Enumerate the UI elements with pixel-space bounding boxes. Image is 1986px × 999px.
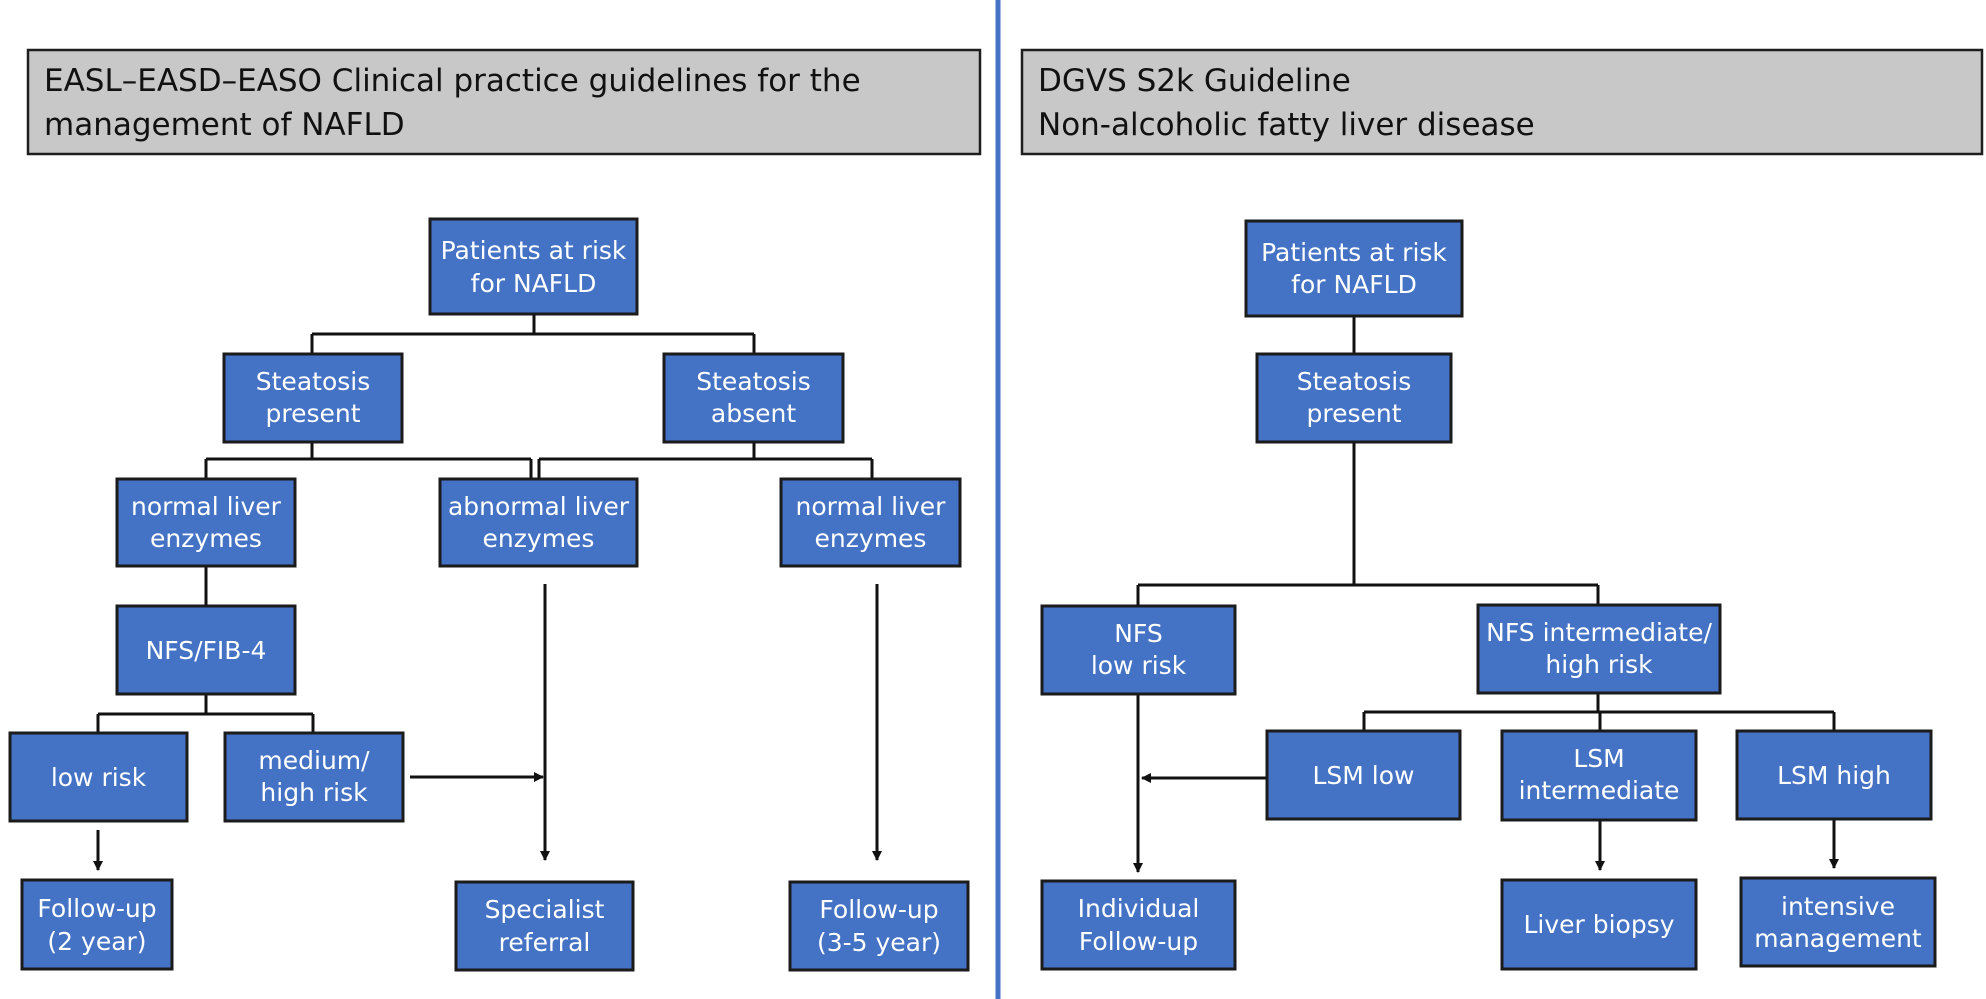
left-node-abnormal-liver-enzymes: abnormal liver enzymes — [438, 477, 639, 568]
svg-text:normal liver: normal liver — [796, 492, 947, 521]
svg-text:enzymes: enzymes — [483, 524, 595, 553]
svg-text:present: present — [1306, 399, 1401, 428]
right-node-steatosis-present: Steatosis present — [1255, 352, 1453, 444]
right-title-line-2: Non-alcoholic fatty liver disease — [1038, 107, 1535, 143]
svg-text:LSM high: LSM high — [1777, 761, 1891, 790]
left-panel: EASL–EASD–EASO Clinical practice guideli… — [8, 48, 982, 972]
left-node-normal-liver-enzymes-2: normal liver enzymes — [779, 477, 962, 568]
right-node-liver-biopsy: Liver biopsy — [1500, 878, 1698, 971]
svg-text:LSM low: LSM low — [1312, 761, 1414, 790]
left-node-medium-high-risk: medium/ high risk — [223, 731, 405, 823]
left-title-line-2: management of NAFLD — [44, 107, 405, 143]
right-node-intensive-management: intensive management — [1739, 876, 1937, 968]
svg-text:Liver biopsy: Liver biopsy — [1523, 910, 1674, 939]
svg-text:NFS intermediate/: NFS intermediate/ — [1486, 618, 1712, 647]
svg-text:(3-5 year): (3-5 year) — [817, 928, 941, 957]
svg-text:enzymes: enzymes — [150, 524, 262, 553]
right-node-nfs-intermediate-high-risk: NFS intermediate/ high risk — [1476, 603, 1722, 695]
svg-text:for NAFLD: for NAFLD — [471, 269, 597, 298]
left-node-nfs-fib4: NFS/FIB-4 — [115, 604, 297, 696]
left-connectors — [93, 314, 882, 871]
svg-text:NFS: NFS — [1114, 619, 1163, 648]
svg-text:LSM: LSM — [1573, 744, 1624, 773]
right-node-patients-at-risk: Patients at risk for NAFLD — [1244, 219, 1464, 318]
right-node-individual-followup: Individual Follow-up — [1040, 879, 1237, 971]
svg-text:Specialist: Specialist — [485, 895, 605, 924]
right-node-nfs-low-risk: NFS low risk — [1040, 604, 1237, 696]
left-title-line-1: EASL–EASD–EASO Clinical practice guideli… — [44, 63, 861, 99]
svg-text:high risk: high risk — [1545, 650, 1653, 679]
left-node-normal-liver-enzymes-1: normal liver enzymes — [115, 477, 297, 568]
svg-text:intensive: intensive — [1781, 892, 1895, 921]
left-node-followup-2-year: Follow-up (2 year) — [20, 878, 174, 971]
left-node-steatosis-absent: Steatosis absent — [662, 352, 845, 444]
left-panel-header: EASL–EASD–EASO Clinical practice guideli… — [26, 48, 982, 156]
svg-text:Follow-up: Follow-up — [1079, 927, 1198, 956]
svg-text:(2 year): (2 year) — [47, 927, 146, 956]
svg-text:low risk: low risk — [1091, 651, 1187, 680]
left-node-low-risk: low risk — [8, 731, 189, 823]
svg-text:high risk: high risk — [260, 778, 368, 807]
svg-text:Individual: Individual — [1078, 894, 1200, 923]
svg-text:abnormal liver: abnormal liver — [448, 492, 630, 521]
svg-text:Follow-up: Follow-up — [37, 894, 156, 923]
right-panel-header: DGVS S2k Guideline Non-alcoholic fatty l… — [1020, 48, 1984, 156]
left-node-specialist-referral: Specialist referral — [454, 880, 635, 972]
right-node-lsm-intermediate: LSM intermediate — [1500, 729, 1698, 822]
svg-text:management: management — [1754, 924, 1922, 953]
svg-text:Steatosis: Steatosis — [256, 367, 370, 396]
svg-text:Patients at risk: Patients at risk — [441, 236, 627, 265]
svg-text:intermediate: intermediate — [1519, 776, 1680, 805]
left-node-patients-at-risk: Patients at risk for NAFLD — [428, 217, 639, 316]
svg-text:Follow-up: Follow-up — [819, 895, 938, 924]
svg-text:Steatosis: Steatosis — [696, 367, 810, 396]
svg-text:normal liver: normal liver — [131, 492, 282, 521]
right-panel: DGVS S2k Guideline Non-alcoholic fatty l… — [1020, 48, 1984, 971]
left-node-steatosis-present: Steatosis present — [222, 352, 404, 444]
svg-text:Steatosis: Steatosis — [1297, 367, 1411, 396]
svg-text:medium/: medium/ — [258, 746, 370, 775]
svg-text:absent: absent — [711, 399, 796, 428]
svg-text:present: present — [265, 399, 360, 428]
svg-text:NFS/FIB-4: NFS/FIB-4 — [146, 636, 267, 665]
svg-text:for NAFLD: for NAFLD — [1291, 270, 1417, 299]
right-node-lsm-low: LSM low — [1265, 729, 1462, 821]
right-title-line-1: DGVS S2k Guideline — [1038, 63, 1351, 99]
svg-text:Patients at risk: Patients at risk — [1261, 238, 1447, 267]
svg-text:enzymes: enzymes — [815, 524, 927, 553]
left-node-followup-3-5-year: Follow-up (3-5 year) — [788, 880, 970, 972]
right-connectors — [1133, 316, 1839, 873]
right-node-lsm-high: LSM high — [1735, 729, 1933, 821]
svg-text:referral: referral — [499, 928, 591, 957]
svg-text:low risk: low risk — [51, 763, 147, 792]
